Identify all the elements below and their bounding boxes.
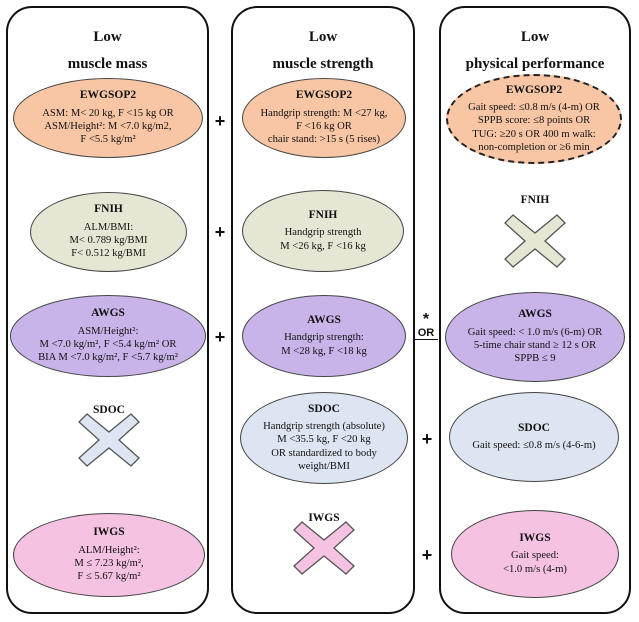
criterion-line: M ≤ 7.23 kg/m², bbox=[74, 558, 144, 569]
ellipse-title: EWGSOP2 bbox=[79, 89, 137, 102]
strength-fnih-ellipse: FNIH Handgrip strength M <26 kg, F <16 k… bbox=[242, 190, 404, 272]
criterion-line: 5-time chair stand ≥ 12 s OR bbox=[473, 340, 597, 351]
criterion-line: ASM/Height²: M <7.0 kg/m2, bbox=[44, 121, 172, 132]
mass-sdoc-label: SDOC bbox=[93, 404, 125, 416]
criterion-line: M <35.5 kg, F <20 kg bbox=[277, 434, 371, 446]
criterion-line: ALM/Height²: bbox=[78, 544, 140, 556]
criterion-line: F ≤ 5.67 kg/m² bbox=[77, 571, 141, 583]
title-line-1: Low bbox=[93, 29, 122, 45]
criterion-line: ASM/Height²: bbox=[77, 325, 139, 337]
criterion-line: SPPB ≤ 9 bbox=[514, 353, 556, 365]
ellipse-title: SDOC bbox=[518, 421, 550, 434]
ellipse-title: EWGSOP2 bbox=[505, 83, 563, 96]
ellipse-title: FNIH bbox=[94, 203, 123, 216]
criterion-line: Gait speed: bbox=[511, 550, 559, 562]
performance-awgs-ellipse: AWGS Gait speed: < 1.0 m/s (6-m) OR 5-ti… bbox=[445, 292, 625, 382]
ellipse-title: SDOC bbox=[308, 402, 340, 415]
title-line-1: Low bbox=[520, 29, 550, 45]
plus-operator: + bbox=[214, 222, 226, 242]
criterion-line: Handgrip strength bbox=[284, 227, 362, 239]
ellipse-title: AWGS bbox=[518, 308, 552, 321]
performance-iwgs-ellipse: IWGS Gait speed: <1.0 m/s (4-m) bbox=[451, 510, 619, 598]
criterion-line: Handgrip strength: M <27 kg, bbox=[260, 107, 388, 119]
criterion-line: ALM/BMI: bbox=[83, 221, 134, 233]
title-line-2: physical performance bbox=[465, 56, 605, 72]
x-cross-icon bbox=[78, 413, 140, 467]
criterion-line: Gait speed: ≤0.8 m/s (4-6-m) bbox=[472, 440, 596, 451]
criterion-line: ASM: M< 20 kg, F <15 kg OR bbox=[42, 107, 174, 119]
criterion-line: M< 0.789 kg/BMI bbox=[69, 235, 148, 246]
mass-fnih-ellipse: FNIH ALM/BMI: M< 0.789 kg/BMI F< 0.512 k… bbox=[30, 192, 187, 272]
ellipse-title: FNIH bbox=[308, 209, 338, 222]
criterion-line: F <16 kg OR bbox=[296, 121, 352, 132]
plus-operator: + bbox=[421, 545, 433, 565]
criterion-line: OR standardized to body bbox=[271, 447, 377, 459]
or-label: OR bbox=[414, 327, 438, 340]
performance-fnih-label: FNIH bbox=[520, 194, 550, 206]
plus-operator: + bbox=[214, 111, 226, 131]
criterion-line: F< 0.512 kg/BMI bbox=[71, 248, 146, 260]
ellipse-title: IWGS bbox=[519, 532, 551, 545]
criterion-line: chair stand: >15 s (5 rises) bbox=[267, 134, 381, 146]
criterion-line: <1.0 m/s (4-m) bbox=[503, 563, 567, 575]
criterion-line: Gait speed: ≤0.8 m/s (4-m) OR bbox=[468, 102, 600, 114]
criterion-line: weight/BMI bbox=[298, 460, 350, 472]
criterion-line: Handgrip strength: bbox=[284, 332, 364, 344]
or-asterisk: * bbox=[422, 311, 430, 328]
plus-operator: + bbox=[421, 429, 433, 449]
criterion-line: Gait speed: < 1.0 m/s (6-m) OR bbox=[467, 326, 603, 338]
mass-awgs-ellipse: AWGS ASM/Height²: M <7.0 kg/m², F <5.4 k… bbox=[10, 295, 206, 377]
x-cross-icon bbox=[504, 214, 566, 268]
ellipse-title: IWGS bbox=[93, 526, 125, 539]
criterion-line: SPPB score: ≤8 points OR bbox=[477, 115, 591, 127]
plus-operator: + bbox=[214, 327, 226, 347]
ellipse-title: EWGSOP2 bbox=[295, 89, 353, 102]
performance-sdoc-ellipse: SDOC Gait speed: ≤0.8 m/s (4-6-m) bbox=[449, 392, 619, 482]
title-line-2: muscle mass bbox=[67, 56, 148, 72]
title-line-2: muscle strength bbox=[272, 56, 374, 72]
column-title: Low muscle strength bbox=[233, 24, 413, 78]
column-title: Low physical performance bbox=[441, 24, 629, 78]
or-operator: * OR bbox=[414, 311, 438, 340]
mass-iwgs-ellipse: IWGS ALM/Height²: M ≤ 7.23 kg/m², F ≤ 5.… bbox=[13, 513, 205, 597]
criterion-line: M <7.0 kg/m², F <5.4 kg/m² OR bbox=[39, 339, 177, 350]
performance-ewgsop2-ellipse: EWGSOP2 Gait speed: ≤0.8 m/s (4-m) OR SP… bbox=[446, 74, 622, 164]
criterion-line: Handgrip strength (absolute) bbox=[263, 421, 385, 433]
criterion-line: TUG: ≥20 s OR 400 m walk: bbox=[472, 128, 596, 140]
strength-awgs-ellipse: AWGS Handgrip strength: M <28 kg, F <18 … bbox=[242, 295, 406, 377]
criterion-line: M <28 kg, F <18 kg bbox=[281, 345, 367, 357]
strength-ewgsop2-ellipse: EWGSOP2 Handgrip strength: M <27 kg, F <… bbox=[242, 78, 406, 158]
strength-iwgs-label: IWGS bbox=[308, 512, 340, 524]
criterion-line: non-completion or ≥6 min bbox=[478, 141, 590, 153]
title-line-1: Low bbox=[308, 29, 338, 45]
strength-sdoc-ellipse: SDOC Handgrip strength (absolute) M <35.… bbox=[240, 392, 408, 484]
criterion-line: BIA M <7.0 kg/m², F <5.7 kg/m² bbox=[38, 352, 178, 364]
ellipse-title: AWGS bbox=[307, 314, 341, 327]
column-title: Low muscle mass bbox=[8, 24, 207, 78]
ellipse-title: AWGS bbox=[91, 307, 125, 320]
mass-ewgsop2-ellipse: EWGSOP2 ASM: M< 20 kg, F <15 kg OR ASM/H… bbox=[13, 78, 203, 158]
x-cross-icon bbox=[293, 521, 355, 575]
criterion-line: F <5.5 kg/m² bbox=[80, 134, 136, 146]
criterion-line: M <26 kg, F <16 kg bbox=[280, 240, 366, 252]
